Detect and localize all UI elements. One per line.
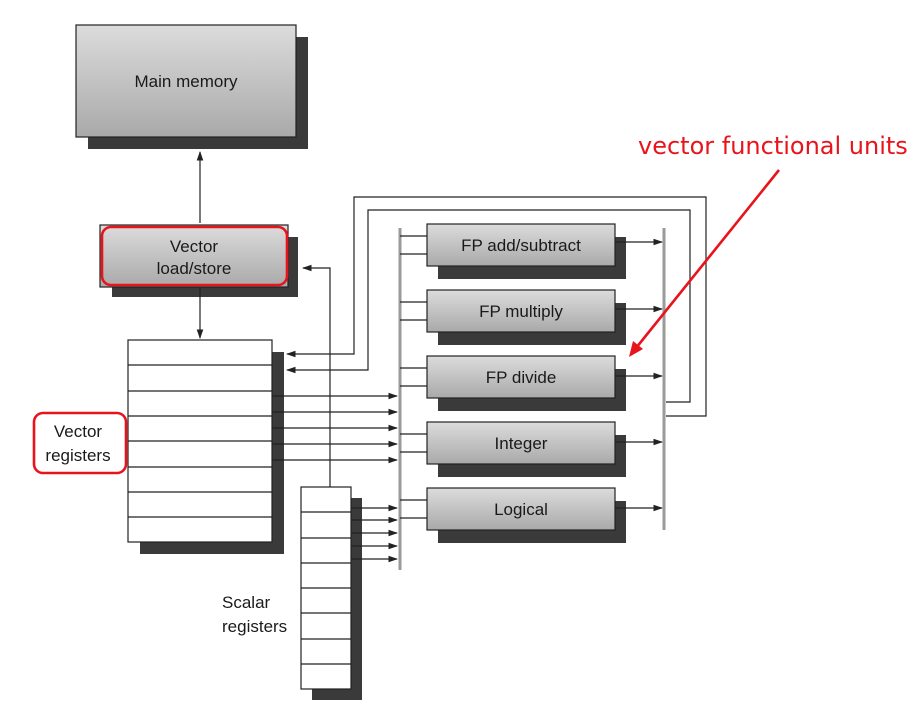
feedback-line-outer [286, 196, 707, 417]
vector-register-outputs [272, 392, 398, 464]
vector-load-store-box: Vector load/store [99, 224, 298, 297]
load-store-highlight [100, 225, 289, 287]
load-store-label-line2: load/store [157, 259, 232, 278]
vector-registers-label-line1: Vector [54, 422, 103, 441]
vector-registers-label-line2: registers [45, 446, 110, 465]
scalar-register-file [300, 486, 362, 700]
fu-fp-divide: FP divide [400, 355, 663, 411]
fu-fp-add-subtract: FP add/subtract [400, 223, 663, 279]
vector-registers-highlight [32, 411, 128, 475]
fu-label: Integer [495, 434, 548, 453]
main-memory-box: Main memory [75, 24, 308, 149]
fu-fp-multiply: FP multiply [400, 289, 663, 345]
fu-logical: Logical [400, 487, 663, 543]
main-memory-label: Main memory [135, 72, 238, 91]
vector-register-file [127, 339, 284, 554]
fu-label: FP divide [486, 368, 557, 387]
vector-functional-units-annotation: vector functional units [638, 132, 908, 160]
scalar-registers-label-line1: Scalar [222, 593, 271, 612]
fu-label: FP add/subtract [461, 236, 581, 255]
fu-label: FP multiply [479, 302, 563, 321]
vector-registers-caption: Vector registers [32, 411, 128, 475]
load-store-label-line1: Vector [170, 237, 219, 256]
annotation-arrow [629, 169, 781, 357]
fu-integer: Integer [400, 421, 663, 477]
fu-label: Logical [494, 500, 548, 519]
scalar-register-outputs [351, 504, 398, 563]
scalar-to-loadstore-arrow [302, 264, 331, 487]
feedback-line-inner [286, 209, 691, 403]
scalar-registers-label-line2: registers [222, 617, 287, 636]
